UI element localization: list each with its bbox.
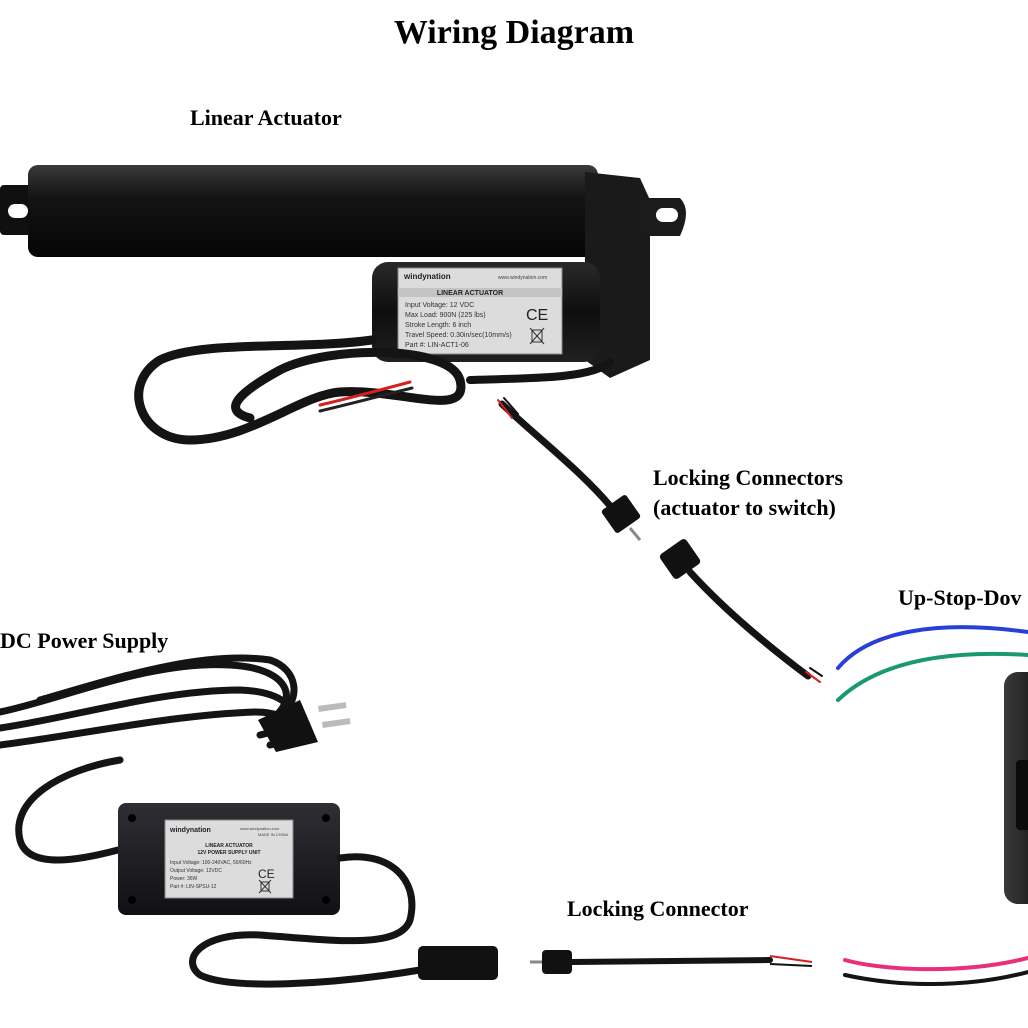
label-linear-actuator: Linear Actuator <box>190 105 342 130</box>
ac-plug-icon <box>258 700 351 752</box>
psu-tag-url: www.windynation.com <box>240 826 280 831</box>
psu-tag-subheading: 12V POWER SUPPLY UNIT <box>197 850 260 856</box>
actuator-tag-row: Part #: LIN-ACT1-06 <box>405 342 469 349</box>
rod-mount-hole <box>8 204 28 218</box>
actuator-tag: windynation www.windynation.com LINEAR A… <box>397 267 563 355</box>
actuator-tag-row: Input Voltage: 12 VDC <box>405 302 474 309</box>
ce-mark-icon: CE <box>526 307 548 324</box>
actuator-tag-row: Stroke Length: 6 inch <box>405 322 471 329</box>
actuator-tag-row: Max Load: 900N (225 lbs) <box>405 312 486 319</box>
psu-tag-row: Part #: LIN-SPSU-12 <box>170 884 217 890</box>
psu-tag-origin: MADE IN CHINA <box>258 832 289 837</box>
psu-tag-heading: LINEAR ACTUATOR <box>205 843 253 849</box>
label-dc-power-supply: DC Power Supply <box>0 628 169 653</box>
switch-rocker <box>1016 760 1028 830</box>
label-locking-connectors-line1: Locking Connectors <box>653 465 844 490</box>
actuator-tag-row: Travel Speed: 0.30in/sec(10mm/s) <box>405 332 512 339</box>
male-connector <box>542 950 572 974</box>
page-title: Wiring Diagram <box>393 14 635 51</box>
male-connector <box>601 495 641 533</box>
rocker-switch <box>836 625 1028 986</box>
actuator-tag-brand: windynation <box>403 272 451 281</box>
linear-actuator: windynation www.windynation.com LINEAR A… <box>0 165 686 445</box>
psu-tag-row: Power: 36W <box>170 876 198 882</box>
actuator-cable <box>134 335 614 445</box>
actuator-tag-heading: LINEAR ACTUATOR <box>437 290 503 297</box>
ce-mark-icon: CE <box>258 867 275 881</box>
dc-output-cable <box>189 853 424 988</box>
locking-connector-single <box>530 950 813 974</box>
label-locking-connector: Locking Connector <box>567 896 749 921</box>
psu-tag-row: Output Voltage: 12VDC <box>170 868 222 874</box>
psu-tag-row: Input Voltage: 100-240VAC, 50/60Hz <box>170 860 252 866</box>
rear-mount-hole <box>656 208 678 222</box>
power-supply: windynation www.windynation.com MADE IN … <box>0 654 498 988</box>
label-locking-connectors: Locking Connectors (actuator to switch) <box>653 463 843 523</box>
locking-connectors-pair <box>497 397 823 683</box>
psu-tag-brand: windynation <box>169 827 211 834</box>
dc-female-connector <box>418 946 498 980</box>
actuator-tag-url: www.windynation.com <box>498 275 547 281</box>
label-up-stop-down-switch: Up-Stop-Dov <box>898 585 1022 610</box>
actuator-gearbox <box>585 172 650 378</box>
weee-bin-icon <box>529 327 545 345</box>
label-locking-connectors-line2: (actuator to switch) <box>653 495 836 520</box>
weee-bin-icon <box>258 879 272 894</box>
psu-tag: windynation www.windynation.com MADE IN … <box>164 819 294 899</box>
actuator-tube <box>28 165 598 257</box>
